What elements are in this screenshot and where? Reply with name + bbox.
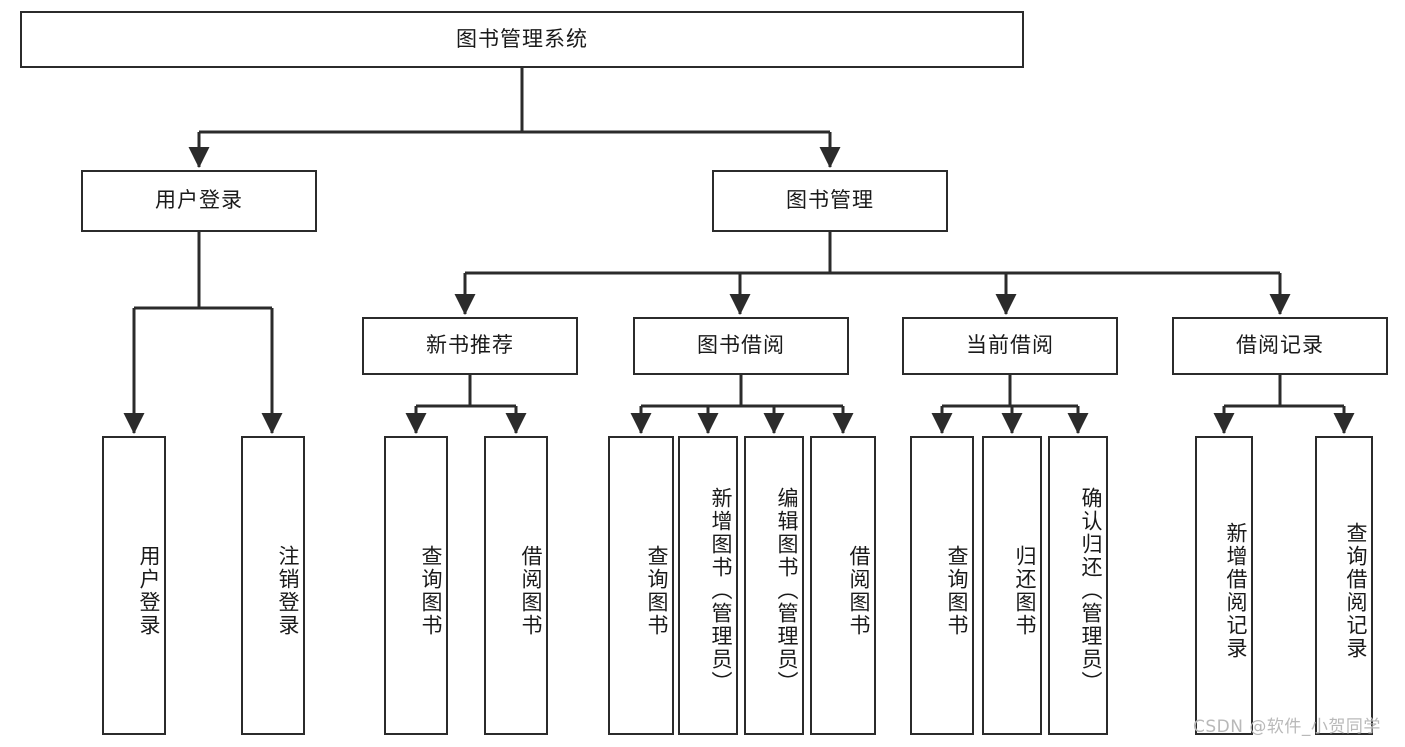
node-current-borrow[interactable]: 当前借阅: [902, 317, 1118, 375]
node-leaf-user-login[interactable]: 用户登录: [102, 436, 166, 735]
node-book-borrow[interactable]: 图书借阅: [633, 317, 849, 375]
node-borrow-records[interactable]: 借阅记录: [1172, 317, 1388, 375]
node-leaf-cur-confirm-return[interactable]: 确认归还（管理员）: [1048, 436, 1108, 735]
node-user-login-label: 用户登录: [155, 188, 243, 213]
node-leaf-cur-query-book[interactable]: 查询图书: [910, 436, 974, 735]
node-leaf-cur-confirm-return-label: 确认归还（管理员）: [1079, 487, 1103, 694]
node-book-manage-label: 图书管理: [786, 188, 874, 213]
node-leaf-rec-query-record[interactable]: 查询借阅记录: [1315, 436, 1373, 735]
node-current-borrow-label: 当前借阅: [966, 333, 1054, 358]
node-leaf-rec-query-book-label: 查询图书: [419, 544, 443, 637]
node-leaf-user-login-label: 用户登录: [137, 544, 161, 637]
node-root[interactable]: 图书管理系统: [20, 11, 1024, 68]
node-leaf-brw-borrow-book[interactable]: 借阅图书: [810, 436, 876, 735]
node-book-borrow-label: 图书借阅: [697, 333, 785, 358]
node-book-manage[interactable]: 图书管理: [712, 170, 948, 232]
node-leaf-brw-edit-book[interactable]: 编辑图书（管理员）: [744, 436, 804, 735]
node-new-book-recommend[interactable]: 新书推荐: [362, 317, 578, 375]
node-user-login[interactable]: 用户登录: [81, 170, 317, 232]
node-leaf-rec-query-book[interactable]: 查询图书: [384, 436, 448, 735]
node-leaf-user-logout[interactable]: 注销登录: [241, 436, 305, 735]
node-borrow-records-label: 借阅记录: [1236, 333, 1324, 358]
node-leaf-user-logout-label: 注销登录: [276, 544, 300, 637]
node-leaf-cur-return-book-label: 归还图书: [1013, 544, 1037, 637]
node-leaf-brw-add-book[interactable]: 新增图书（管理员）: [678, 436, 738, 735]
node-leaf-rec-query-record-label: 查询借阅记录: [1344, 521, 1368, 660]
node-leaf-cur-return-book[interactable]: 归还图书: [982, 436, 1042, 735]
node-new-book-recommend-label: 新书推荐: [426, 333, 514, 358]
node-leaf-brw-query-book-label: 查询图书: [645, 544, 669, 637]
node-leaf-rec-borrow-book-label: 借阅图书: [519, 544, 543, 637]
node-leaf-brw-add-book-label: 新增图书（管理员）: [709, 487, 733, 694]
node-leaf-brw-query-book[interactable]: 查询图书: [608, 436, 674, 735]
node-leaf-rec-add-record[interactable]: 新增借阅记录: [1195, 436, 1253, 735]
node-leaf-brw-edit-book-label: 编辑图书（管理员）: [775, 487, 799, 694]
csdn-watermark: CSDN @软件_小贺同学: [1193, 717, 1381, 737]
node-leaf-cur-query-book-label: 查询图书: [945, 544, 969, 637]
node-leaf-brw-borrow-book-label: 借阅图书: [847, 544, 871, 637]
node-root-label: 图书管理系统: [456, 26, 588, 51]
node-leaf-rec-add-record-label: 新增借阅记录: [1224, 521, 1248, 660]
node-leaf-rec-borrow-book[interactable]: 借阅图书: [484, 436, 548, 735]
